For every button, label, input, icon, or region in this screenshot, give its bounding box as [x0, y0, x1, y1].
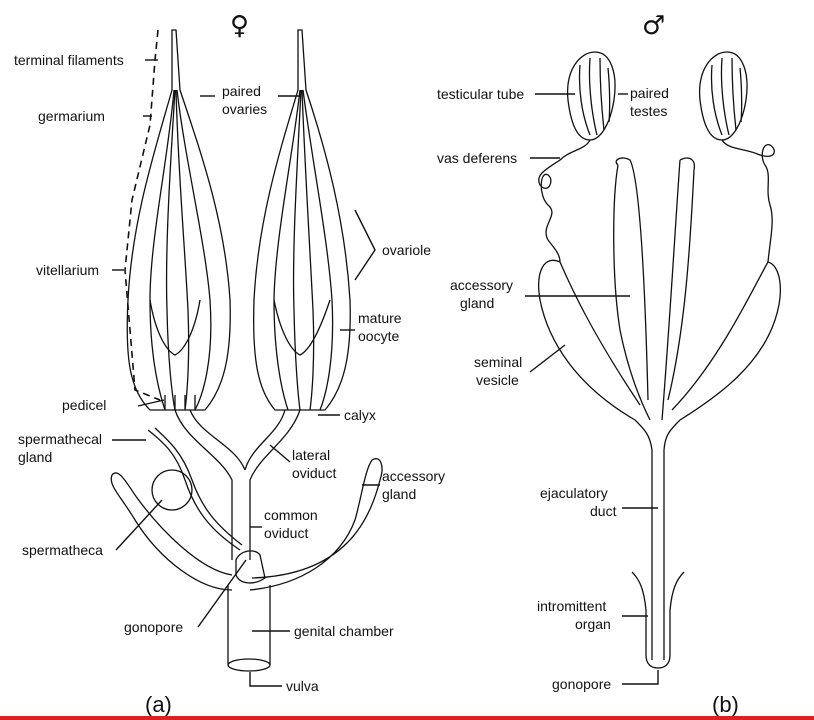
accessory-gland-left-outer — [560, 262, 640, 405]
label-lateral-oviduct-1: lateral — [292, 447, 330, 463]
left-testis — [568, 52, 615, 140]
male-reproductive-system: ♂ testicular tube paired testes vas defe… — [437, 11, 780, 717]
seminal-vesicle-left — [539, 260, 635, 420]
label-calyx: calyx — [344, 407, 376, 423]
female-symbol: ♀ — [230, 11, 249, 41]
label-accessory-gland-female-1: accessory — [382, 468, 445, 484]
label-vas-deferens: vas deferens — [437, 150, 517, 166]
label-spermathecal-gland-1: spermathecal — [18, 431, 102, 447]
label-common-oviduct-1: common — [264, 507, 318, 523]
seminal-vesicle-right — [680, 262, 780, 420]
intromittent-organ — [632, 572, 684, 668]
panel-label-a: (a) — [145, 692, 172, 717]
label-accessory-gland-male-2: gland — [460, 295, 494, 311]
label-germarium: germarium — [38, 108, 105, 124]
label-seminal-vesicle-1: seminal — [474, 354, 522, 370]
label-testicular-tube: testicular tube — [437, 86, 524, 102]
label-spermathecal-gland-2: gland — [18, 449, 52, 465]
label-terminal-filaments: terminal filaments — [14, 52, 124, 68]
label-lateral-oviduct-2: oviduct — [292, 465, 336, 481]
label-seminal-vesicle-2: vesicle — [476, 372, 519, 388]
label-paired-testes-1: paired — [630, 85, 669, 101]
female-leader-lines — [112, 60, 380, 686]
label-accessory-gland-male-1: accessory — [450, 277, 513, 293]
male-leader-lines — [525, 94, 658, 684]
label-intromittent-organ-2: organ — [575, 616, 611, 632]
footer-rule — [0, 716, 814, 720]
female-reproductive-system: ♀ terminal filaments germarium paired ov… — [14, 11, 445, 717]
panel-label-b: (b) — [712, 692, 739, 717]
label-mature-oocyte-1: mature — [358, 310, 402, 326]
label-gonopore-female: gonopore — [124, 619, 183, 635]
label-mature-oocyte-2: oocyte — [358, 328, 399, 344]
accessory-gland-left-inner — [616, 158, 648, 400]
label-ejaculatory-duct-1: ejaculatory — [540, 485, 608, 501]
label-intromittent-organ-1: intromittent — [537, 598, 606, 614]
male-symbol: ♂ — [642, 11, 665, 41]
right-testis — [700, 52, 747, 140]
label-genital-chamber: genital chamber — [294, 623, 394, 639]
label-paired-ovaries-1: paired — [222, 83, 261, 99]
label-ovariole: ovariole — [382, 242, 431, 258]
label-ejaculatory-duct-2: duct — [590, 503, 617, 519]
label-paired-testes-2: testes — [630, 103, 667, 119]
label-spermatheca: spermatheca — [22, 542, 103, 558]
left-ovary — [127, 30, 230, 410]
label-accessory-gland-female-2: gland — [382, 486, 416, 502]
terminal-filaments-extent — [125, 30, 160, 400]
label-paired-ovaries-2: ovaries — [222, 101, 267, 117]
label-gonopore-male: gonopore — [552, 676, 611, 692]
label-vitellarium: vitellarium — [36, 262, 99, 278]
accessory-gland-right-inner — [662, 160, 680, 420]
right-vas-deferens — [722, 140, 774, 262]
label-common-oviduct-2: oviduct — [264, 525, 308, 541]
label-pedicel: pedicel — [62, 397, 106, 413]
label-vulva: vulva — [286, 678, 319, 694]
right-ovary — [254, 30, 351, 410]
ejaculatory-duct — [635, 420, 680, 660]
